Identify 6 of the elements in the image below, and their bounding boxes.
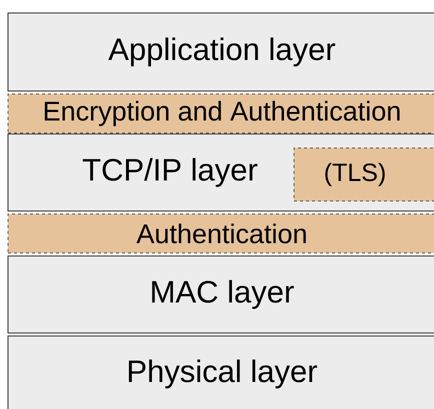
band-box: Authentication (8, 214, 434, 254)
layer-box: MAC layer (8, 255, 434, 334)
band-box: Encryption and Authentication (8, 94, 434, 134)
tls-box: (TLS) (294, 148, 434, 202)
layer-box: Physical layer (8, 335, 434, 409)
layer-box: Application layer (8, 12, 434, 92)
